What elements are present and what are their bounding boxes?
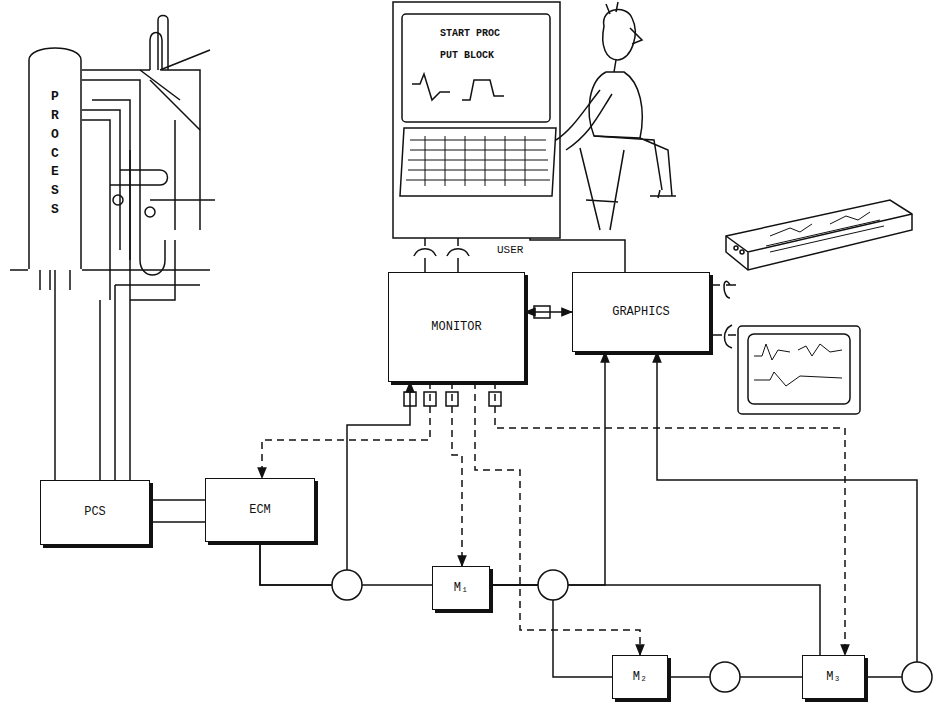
module-box: M₂ xyxy=(612,655,668,699)
socket xyxy=(414,238,625,272)
box-label: M₃ xyxy=(826,670,840,684)
data-line xyxy=(150,499,205,501)
socket xyxy=(710,281,736,348)
control-line xyxy=(452,382,462,566)
box-label: M₂ xyxy=(633,670,647,684)
control-line xyxy=(475,382,640,655)
box-label: M₁ xyxy=(454,581,468,595)
data-line xyxy=(657,352,917,677)
graphics-box: GRAPHICS xyxy=(572,272,710,352)
control-line xyxy=(495,382,845,655)
box-label: PCS xyxy=(84,505,106,519)
module-box: M₁ xyxy=(432,566,490,610)
pcs-box: PCS xyxy=(40,480,150,545)
vessel-outline xyxy=(29,48,81,269)
module-box: M₃ xyxy=(802,655,865,699)
data-line xyxy=(490,352,605,585)
screen-text: PUT BLOCK xyxy=(440,50,494,61)
vessel-label: PROCESS xyxy=(49,88,62,220)
ecm-box: ECM xyxy=(205,478,315,542)
control-line xyxy=(262,382,430,478)
data-line xyxy=(525,311,572,313)
box-label: GRAPHICS xyxy=(612,305,670,319)
box-label: ECM xyxy=(249,503,271,517)
user-label: USER xyxy=(497,244,523,256)
display-monitor xyxy=(738,326,860,414)
box-label: MONITOR xyxy=(431,320,481,334)
screen-text: START PROC xyxy=(440,28,500,39)
wire xyxy=(150,521,205,523)
user-terminal xyxy=(393,2,560,238)
process-vessel: PROCESS xyxy=(28,38,82,270)
data-line xyxy=(490,585,820,655)
monitor-box: MONITOR xyxy=(388,272,525,382)
process-piping xyxy=(10,16,215,481)
plotter xyxy=(726,200,912,270)
data-line xyxy=(54,270,56,480)
user-figure xyxy=(556,2,676,230)
